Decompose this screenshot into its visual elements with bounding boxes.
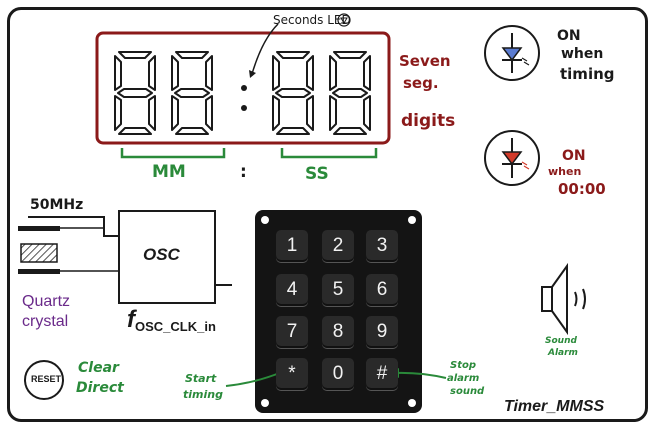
speaker-label-1: Sound <box>545 336 577 346</box>
digit-s1 <box>272 51 314 135</box>
key-6[interactable]: 6 <box>366 274 398 306</box>
led-zero-icon <box>484 130 540 186</box>
colon-label: : <box>240 162 247 182</box>
key-7[interactable]: 7 <box>276 316 308 348</box>
quartz-label-2: crystal <box>22 313 69 330</box>
reset-note-1: Clear <box>78 360 119 376</box>
key-hash[interactable]: # <box>366 358 398 390</box>
led-zero-label-3: 00:00 <box>558 180 606 198</box>
colon-dot-top <box>241 85 247 91</box>
reset-note-2: Direct <box>76 380 124 396</box>
ss-bracket <box>280 148 378 159</box>
led-timing-label-1: ON <box>557 28 581 44</box>
reset-button-circle <box>24 360 64 400</box>
stop-label-1: Stop <box>450 360 477 371</box>
stop-label-2: alarm <box>447 373 480 384</box>
digit-m2 <box>171 51 213 135</box>
osc-label: OSC <box>143 245 180 264</box>
digit-group <box>114 51 371 135</box>
led-zero-label-2: when <box>548 165 582 178</box>
signal-name-main: f <box>127 306 135 333</box>
mm-label: MM <box>152 162 186 182</box>
speaker-label-2: Alarm <box>548 348 578 358</box>
digit-s2 <box>329 51 371 135</box>
seven-seg-housing <box>95 31 391 145</box>
led-timing-label-3: timing <box>560 65 615 83</box>
signal-name-sub: OSC_CLK_in <box>135 319 216 334</box>
start-label-2: timing <box>183 388 223 401</box>
key-4[interactable]: 4 <box>276 274 308 306</box>
key-3[interactable]: 3 <box>366 230 398 262</box>
key-5[interactable]: 5 <box>322 274 354 306</box>
key-0[interactable]: 0 <box>322 358 354 390</box>
signal-name: fOSC_CLK_in <box>127 306 216 334</box>
led-timing-icon <box>484 25 540 81</box>
key-star[interactable]: * <box>276 358 308 390</box>
osc-block <box>118 210 216 304</box>
seven-seg-label-2: seg. <box>403 74 439 92</box>
reset-button-label[interactable]: RESET <box>31 374 62 384</box>
stop-label-3: sound <box>450 386 485 397</box>
speaker-icon <box>541 262 586 336</box>
quartz-crystal-icon <box>18 226 119 274</box>
key-9[interactable]: 9 <box>366 316 398 348</box>
key-8[interactable]: 8 <box>322 316 354 348</box>
digit-m1 <box>114 51 156 135</box>
colon-dot-bottom <box>241 105 247 111</box>
seven-seg-label-1: Seven <box>399 52 451 70</box>
freq-underline <box>28 216 119 237</box>
ss-label: SS <box>305 164 329 184</box>
led-small-icon <box>337 13 351 27</box>
led-timing-label-2: when <box>561 46 604 62</box>
mm-bracket <box>120 148 226 159</box>
seconds-led-label: Seconds LED <box>273 13 351 27</box>
led-zero-label-1: ON <box>562 148 586 164</box>
seconds-led-pointer <box>251 23 279 75</box>
seven-seg-label-3: digits <box>401 111 456 131</box>
frequency-label: 50MHz <box>30 197 84 213</box>
diagram-title: Timer_MMSS <box>504 398 605 415</box>
key-2[interactable]: 2 <box>322 230 354 262</box>
start-label-1: Start <box>185 372 217 385</box>
key-1[interactable]: 1 <box>276 230 308 262</box>
quartz-label-1: Quartz <box>22 293 71 310</box>
